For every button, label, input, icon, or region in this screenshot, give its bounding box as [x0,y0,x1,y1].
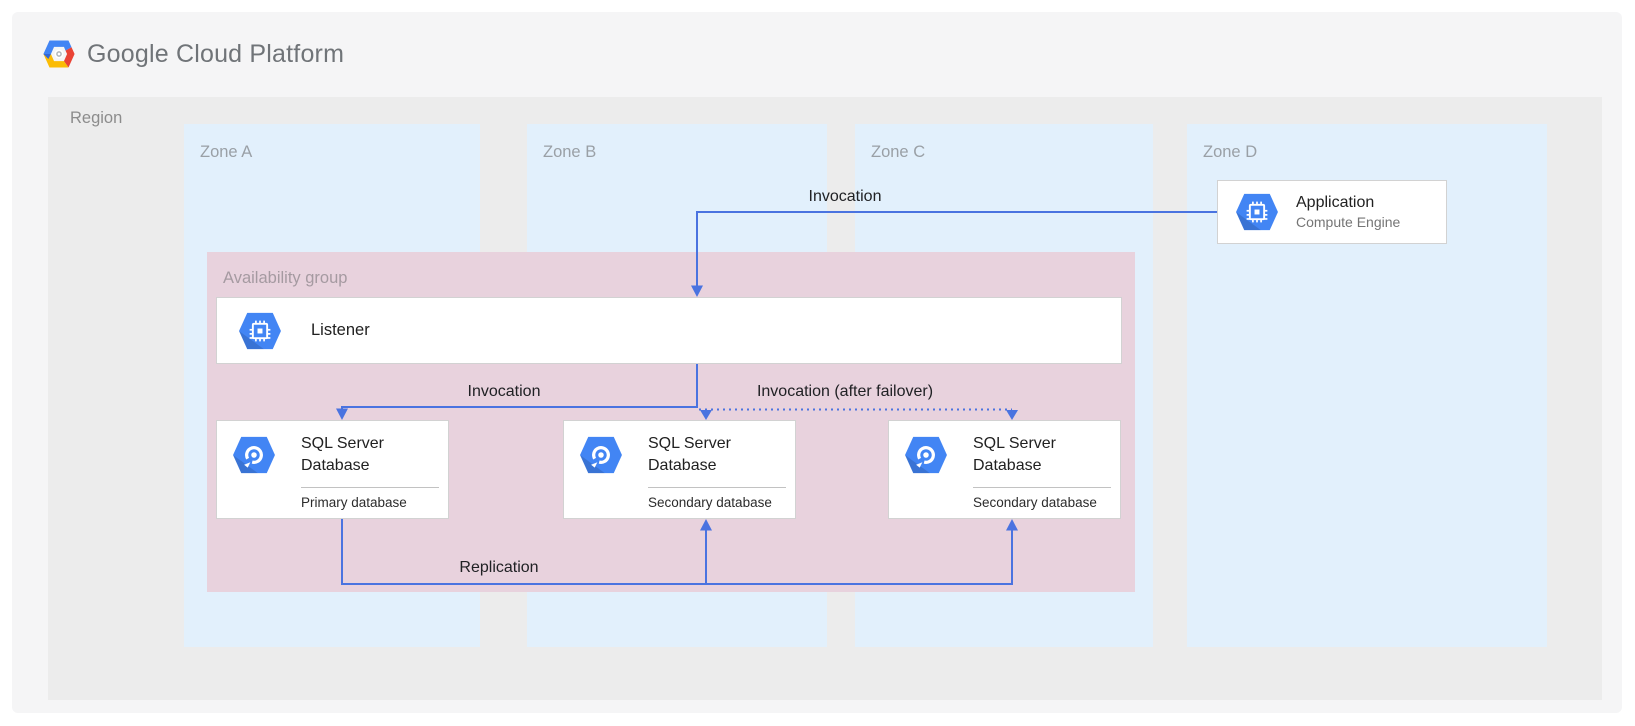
gcp-logo: Google Cloud Platform [42,39,344,69]
db-role-label: Primary database [301,495,407,510]
compute-engine-icon [239,312,281,349]
application-subtitle: Compute Engine [1296,214,1401,230]
db-title: SQL Server Database [301,435,384,474]
sql-server-icon [233,436,275,474]
listener-title: Listener [311,321,370,339]
invocation-after-failover-label: Invocation (after failover) [756,383,934,400]
chip-glyph [249,320,271,341]
replication-label: Replication [459,559,539,576]
compute-engine-icon [1236,193,1278,231]
db-title: SQL Server Database [648,435,731,474]
divider [648,487,786,488]
secondary-database-1-node: SQL Server Database Secondary database [563,420,796,519]
invocation-label: Invocation [808,188,882,205]
db-title: SQL Server Database [973,435,1056,474]
invocation-label: Invocation [467,383,541,400]
logo-text: Google Cloud Platform [87,39,345,68]
sql-server-icon [580,436,622,474]
sql-server-icon [905,436,947,474]
secondary-database-2-node: SQL Server Database Secondary database [888,420,1121,519]
application-title: Application [1296,194,1375,211]
divider [973,487,1111,488]
db-role-label: Secondary database [648,495,772,510]
chip-glyph [1246,201,1268,223]
google-cloud-logo-icon [43,40,75,68]
db-role-label: Secondary database [973,495,1097,510]
listener-node: Listener [216,297,1122,364]
diagram-canvas: Google Cloud Platform Region Zone A Zone… [12,12,1622,713]
zone-b-label: Zone B [543,143,597,161]
zone-a-label: Zone A [200,143,253,161]
sql-swirl-glyph [244,446,263,468]
zone-d-label: Zone D [1203,143,1258,161]
application-node: Application Compute Engine [1217,180,1447,244]
divider [301,487,439,488]
region-label: Region [70,109,123,127]
primary-database-node: SQL Server Database Primary database [216,420,449,519]
availability-group-label: Availability group [223,269,348,287]
zone-c-label: Zone C [871,143,926,161]
